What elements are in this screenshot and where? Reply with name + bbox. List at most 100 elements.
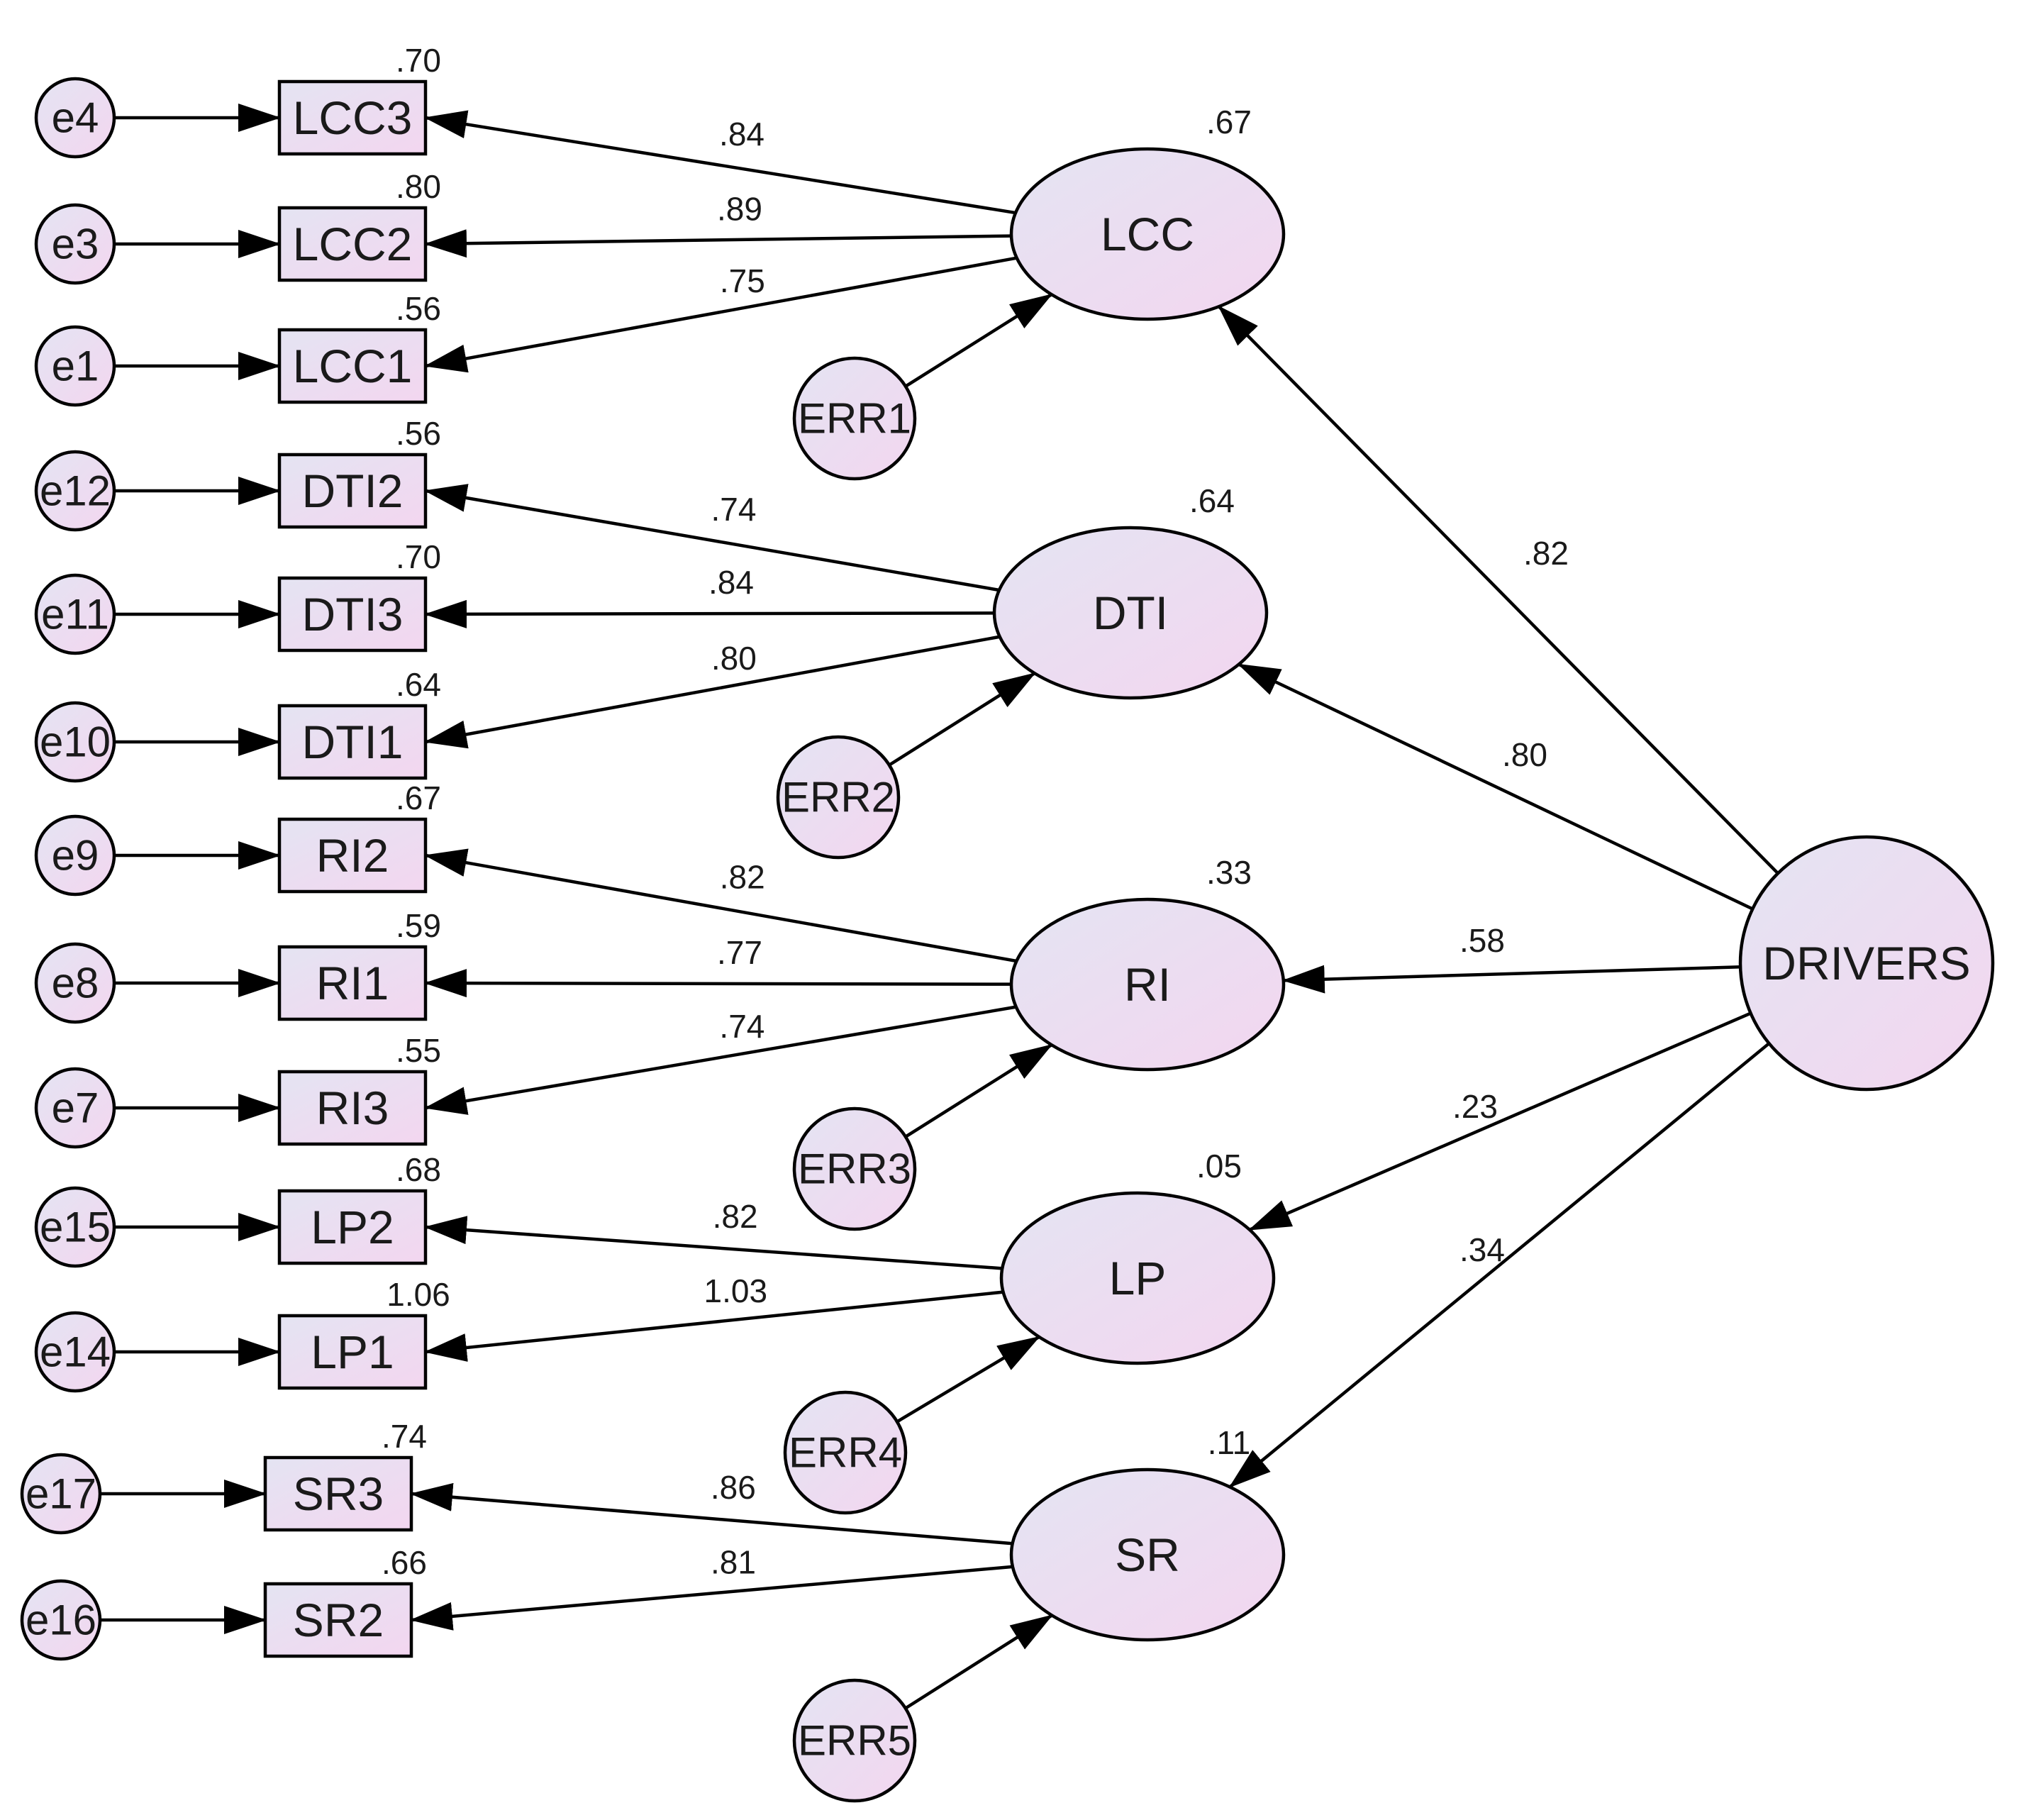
indicator-dti2-r2: .56 [396,415,441,452]
error-e1 [34,325,116,407]
loading-lcc2: .89 [717,190,762,227]
loading-lp1: 1.03 [704,1272,768,1309]
indicator-lcc1-r2: .56 [396,290,441,327]
loading-arrow-dti2 [424,484,1000,592]
error-e15-label: e15 [40,1204,111,1251]
latent-dti [992,526,1269,700]
latent-sr-r2: .11 [1208,1424,1251,1461]
disturbance-err4 [783,1390,908,1515]
indicator-ri1-label: RI1 [316,957,389,1009]
indicator-sr3 [263,1455,413,1532]
structural-arrow-ri [1281,965,1741,994]
disturbance-err1-label: ERR1 [798,395,911,443]
structural-coef-lcc: .82 [1523,535,1569,572]
latent-ri-r2: .33 [1206,854,1252,891]
indicator-ri3 [277,1070,428,1146]
latent-ri-label: RI [1124,958,1171,1011]
loading-arrow-lp2 [424,1216,1003,1270]
latent-lcc-r2: .67 [1206,104,1252,140]
loading-arrow-lp1 [424,1290,1003,1362]
error-e7 [34,1067,116,1149]
indicator-lcc3-r2: .70 [396,42,441,79]
error-e1-label: e1 [52,343,99,390]
loading-arrow-lcc2 [424,229,1012,258]
error-e11-label: e11 [41,591,109,638]
loading-ri2: .82 [720,858,765,895]
structural-arrow-sr [1228,1042,1770,1489]
structural-coef-lp: .23 [1452,1088,1498,1125]
loading-sr3: .86 [711,1469,756,1506]
indicator-lcc3 [277,79,428,156]
loading-arrow-lcc3 [424,110,1016,215]
loading-lcc1: .75 [720,262,765,299]
error-e4-label: e4 [52,94,99,142]
loading-arrow-sr3 [410,1482,1013,1546]
indicator-dti1-r2: .64 [396,666,441,703]
indicator-ri3-r2: .55 [396,1032,441,1069]
structural-arrow-lcc [1218,305,1779,875]
structural-coef-dti: .80 [1502,736,1547,773]
indicator-ri2 [277,817,428,894]
disturbance-err5-label: ERR5 [798,1717,911,1765]
indicator-lcc1-label: LCC1 [293,340,413,392]
error-e11 [34,573,116,655]
latent-lp [999,1191,1276,1365]
disturbance-err4-label: ERR4 [789,1429,902,1477]
loading-arrow-lcc1 [424,256,1018,373]
indicator-dti1 [277,704,428,780]
loading-sr2: .81 [711,1543,756,1580]
disturbance-arrow-err1 [904,293,1053,388]
error-e3-label: e3 [52,221,99,268]
loading-arrow-ri2 [424,848,1017,963]
loading-ri1: .77 [717,934,762,971]
indicator-lp1 [277,1314,428,1390]
loading-arrow-dti1 [424,635,1001,749]
indicator-sr2-label: SR2 [293,1594,384,1646]
indicator-dti1-label: DTI1 [301,716,403,768]
coefficient-labels: .67 .84 .70 .89 .80 .75 .56 .64 .74 .56 .84 .70 .80.… [382,42,1569,1581]
disturbance-err2-label: ERR2 [782,774,895,821]
latent-dti-r2: .64 [1189,482,1235,519]
error-e8 [34,942,116,1024]
indicator-lp1-label: LP1 [311,1326,394,1378]
latent-lp-r2: .05 [1196,1148,1242,1184]
loading-dti3: .84 [708,564,754,601]
indicator-lp2-label: LP2 [311,1201,394,1253]
indicator-ri1-r2: .59 [396,907,441,944]
indicator-lcc1 [277,328,428,404]
disturbance-arrow-err4 [896,1335,1040,1424]
loading-lp2: .82 [713,1198,758,1235]
loading-dti2: .74 [711,491,757,528]
indicator-lcc2 [277,206,428,282]
latent-lcc [1009,147,1286,321]
latent-drivers [1738,835,1995,1092]
indicator-lp2 [277,1189,428,1265]
disturbance-arrow-err5 [904,1614,1053,1710]
error-e14-label: e14 [40,1328,111,1376]
indicator-lcc2-r2: .80 [396,168,441,205]
loading-ri3: .74 [719,1008,764,1045]
error-e16 [20,1579,102,1661]
loading-arrow-ri3 [424,1005,1017,1115]
indicator-ri2-r2: .67 [396,779,441,816]
loading-dti1: .80 [711,640,757,677]
error-e12-label: e12 [40,467,111,515]
indicator-sr2 [263,1582,413,1658]
indicator-dti2-label: DTI2 [301,465,403,517]
indicator-dti3-r2: .70 [396,538,441,575]
latent-sr [1009,1467,1286,1642]
loading-arrow-dti3 [424,599,995,628]
loading-lcc3: .84 [719,116,764,152]
structural-coef-sr: .34 [1459,1231,1505,1268]
error-e10-label: e10 [40,718,111,766]
indicator-ri1 [277,945,428,1021]
disturbance-err2 [776,735,901,860]
loading-arrow-ri1 [424,969,1012,998]
error-e3 [34,203,116,285]
path-arrows [100,104,1779,1710]
latent-lcc-label: LCC [1101,208,1194,260]
indicator-dti3-label: DTI3 [301,588,403,640]
indicator-ri2-label: RI2 [316,829,389,882]
indicator-ri3-label: RI3 [316,1082,389,1134]
